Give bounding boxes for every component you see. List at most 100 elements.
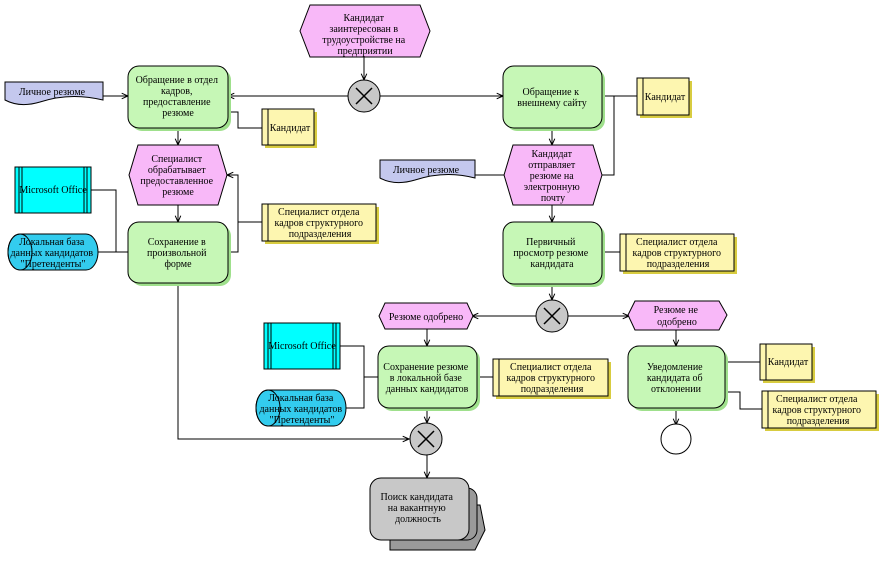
event-not-approved: Резюме не одобрено bbox=[627, 300, 728, 331]
node-label-line: Специалист bbox=[151, 154, 202, 165]
svg-text:Обращение к внешнему сай: Обращение к внешнему сайту bbox=[517, 87, 586, 109]
node-label-line: резюме bbox=[162, 187, 194, 198]
end-node bbox=[660, 423, 692, 455]
org-specialist-1: Специалист отдела кадров структурного по… bbox=[261, 203, 379, 244]
node-label-line: одобрено bbox=[657, 317, 697, 328]
node-label-line: Локальная база bbox=[19, 237, 85, 248]
node-label-line: Специалист отдела bbox=[776, 394, 858, 405]
node-label-line: предоставленное bbox=[140, 176, 213, 187]
event-specialist-processes: Специалист обрабатывает предоставленное … bbox=[128, 144, 228, 206]
node-label-line: Уведомление bbox=[647, 362, 703, 373]
node-label-line: кадров структурного bbox=[275, 218, 363, 229]
node-label-line: Локальная база bbox=[268, 393, 334, 404]
link-office-save-2 bbox=[340, 345, 378, 378]
svg-text:Локальная база данных ка: Локальная база данных кандидатов "Претен… bbox=[10, 237, 95, 270]
node-label-line: форме bbox=[164, 259, 192, 270]
link-hr-dept-candidate bbox=[228, 111, 262, 129]
svg-text:Специалист отдела кадров: Специалист отдела кадров структурного по… bbox=[275, 207, 366, 240]
function-save-local-db: Сохранение резюме в локальной базе данны… bbox=[377, 345, 480, 411]
node-label-line: Специалист отдела bbox=[510, 362, 592, 373]
node-label-line: резюме на bbox=[530, 171, 574, 182]
svg-text:Microsoft Office: Microsoft Office bbox=[268, 341, 336, 352]
event-interest: Кандидат заинтересован в трудоустройстве… bbox=[299, 4, 431, 58]
node-label-line: Сохранение в bbox=[148, 237, 206, 248]
node-label-line: данных кандидатов bbox=[386, 384, 469, 395]
xor-connector-bottom bbox=[409, 422, 443, 456]
node-label-line: кадров структурного bbox=[633, 248, 721, 259]
node-label-line: Обращение в отдел bbox=[136, 75, 218, 86]
flow-save-to-xor-bottom bbox=[177, 283, 409, 439]
node-label-line: подразделения bbox=[521, 384, 584, 395]
node-label-line: кадров структурного bbox=[773, 405, 861, 416]
node-label-line: Специалист отдела bbox=[278, 207, 360, 218]
node-label-line: Первичный bbox=[526, 237, 576, 248]
node-label-line: "Претенденты" bbox=[270, 415, 335, 426]
node-label-line: Кандидат bbox=[270, 123, 311, 134]
process-search: Поиск кандидата на вакантную должность bbox=[369, 477, 486, 551]
node-label-line: Обращение к bbox=[523, 87, 580, 98]
node-label-line: Личное резюме bbox=[393, 165, 460, 176]
svg-text:Обращение в отдел кадров: Обращение в отдел кадров, предоставление… bbox=[136, 75, 221, 119]
svg-text:Кандидат: Кандидат bbox=[645, 92, 686, 103]
node-label-line: Кандидат bbox=[532, 149, 573, 160]
function-hr-dept: Обращение в отдел кадров, предоставление… bbox=[127, 65, 231, 131]
node-label-line: в локальной базе bbox=[390, 373, 463, 384]
node-label-line: Резюме одобрено bbox=[389, 312, 463, 323]
node-label-line: почту bbox=[541, 193, 565, 204]
svg-text:Кандидат отправляет: Кандидат отправляет резюме на электронну… bbox=[524, 149, 582, 204]
event-candidate-sends: Кандидат отправляет резюме на электронну… bbox=[503, 144, 603, 206]
org-candidate-1: Кандидат bbox=[261, 108, 317, 148]
svg-text:Специалист отдела кадров: Специалист отдела кадров структурного по… bbox=[773, 394, 864, 427]
event-interest-line: заинтересован в bbox=[329, 24, 398, 35]
node-label-line: подразделения bbox=[647, 259, 710, 270]
document-resume-left: Личное резюме bbox=[4, 81, 104, 106]
svg-text:Резюме не одобрено: Резюме не одобрено bbox=[654, 305, 701, 328]
org-specialist-4: Специалист отдела кадров структурного по… bbox=[761, 390, 879, 431]
node-label-line: кандидата об bbox=[647, 373, 703, 384]
node-label-line: электронную bbox=[524, 182, 580, 193]
svg-text:Личное резюме: Личное резюме bbox=[19, 87, 86, 98]
node-label-line: кадров структурного bbox=[507, 373, 595, 384]
org-specialist-2: Специалист отдела кадров структурного по… bbox=[619, 233, 737, 274]
node-label-line: "Претенденты" bbox=[21, 259, 86, 270]
svg-text:Microsoft Office: Microsoft Office bbox=[19, 185, 87, 196]
link-specialist-to-event bbox=[227, 175, 239, 222]
svg-text:Уведомление кандидата об: Уведомление кандидата об отклонении bbox=[647, 362, 705, 395]
node-label-line: обрабатывает bbox=[148, 165, 206, 176]
node-label-line: Кандидат bbox=[645, 92, 686, 103]
link-db-save-2 bbox=[346, 377, 365, 409]
link-specialist-save bbox=[228, 221, 262, 253]
node-label-line: Кандидат bbox=[768, 357, 809, 368]
link-candidate-to-event bbox=[601, 96, 615, 176]
svg-text:Локальная база данных ка: Локальная база данных кандидатов "Претен… bbox=[259, 393, 344, 426]
svg-text:Кандидат заинтересован в: Кандидат заинтересован в трудоустройстве… bbox=[322, 13, 407, 57]
function-save-free-form: Сохранение в произвольной форме bbox=[127, 221, 231, 286]
svg-text:Кандидат: Кандидат bbox=[768, 357, 809, 368]
event-interest-line: Кандидат bbox=[344, 13, 385, 24]
node-label-line: Резюме не bbox=[654, 305, 699, 316]
function-primary-review: Первичный просмотр резюме кандидата bbox=[502, 221, 605, 287]
org-candidate-2: Кандидат bbox=[636, 77, 692, 118]
svg-text:Первичный просмотр резюм: Первичный просмотр резюме кандидата bbox=[513, 237, 590, 270]
node-label-line: кадров, bbox=[161, 86, 192, 97]
function-external-site: Обращение к внешнему сайту bbox=[502, 65, 605, 131]
svg-text:Личное резюме: Личное резюме bbox=[393, 165, 460, 176]
node-label-line: данных кандидатов bbox=[259, 404, 342, 415]
node-label-line: Microsoft Office bbox=[268, 341, 336, 352]
node-label-line: Microsoft Office bbox=[19, 185, 87, 196]
system-office-1: Microsoft Office bbox=[14, 166, 92, 214]
node-label-line: резюме bbox=[162, 108, 194, 119]
function-reject-notice: Уведомление кандидата об отклонении bbox=[627, 345, 728, 411]
event-interest-line: трудоустройстве на bbox=[322, 35, 405, 46]
node-label-line: внешнему сайту bbox=[517, 98, 586, 109]
database-local-1: Локальная база данных кандидатов "Претен… bbox=[7, 233, 99, 271]
svg-text:Специалист отдела кадров: Специалист отдела кадров структурного по… bbox=[633, 237, 724, 270]
event-approved: Резюме одобрено bbox=[378, 302, 474, 330]
node-label-line: отправляет bbox=[528, 160, 576, 171]
link-notice-specialist bbox=[725, 391, 762, 410]
svg-text:Сохранение резюме в лока: Сохранение резюме в локальной базе данны… bbox=[383, 362, 470, 395]
org-candidate-3: Кандидат bbox=[759, 343, 815, 383]
node-label-line: предоставление bbox=[143, 97, 211, 108]
